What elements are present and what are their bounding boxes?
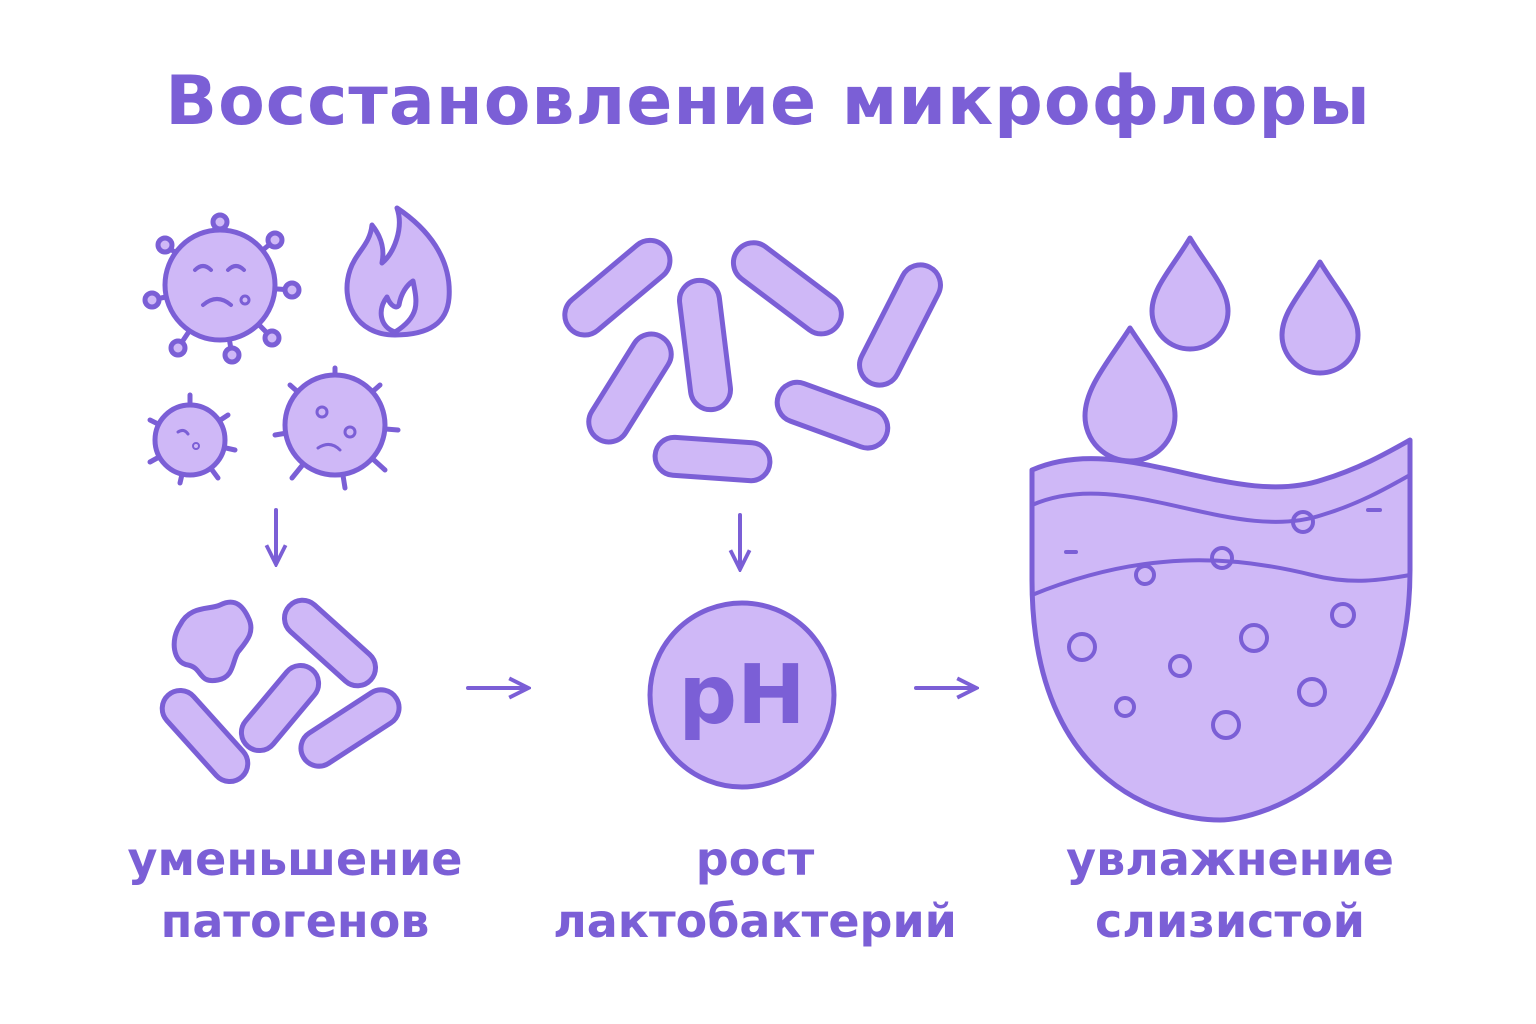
- step-1-line2: патогенов: [160, 894, 430, 948]
- step-3-line2: слизистой: [1095, 894, 1365, 948]
- step-2-line2: лактобактерий: [553, 894, 957, 948]
- step-1-line1: уменьшение: [127, 832, 463, 886]
- diagram-title: Восстановление микрофлоры: [165, 62, 1371, 141]
- lactobacilli-col2-icon: [562, 237, 943, 484]
- fire-icon: [344, 205, 452, 338]
- dead-pathogen-blob-icon: [171, 599, 254, 684]
- step-2-line1: рост: [695, 832, 815, 886]
- ph-label: pH: [678, 648, 805, 743]
- step-caption-3: увлажнение слизистой: [1020, 828, 1440, 952]
- virus-large-icon: [142, 212, 302, 365]
- water-drops-icon: [1082, 235, 1361, 464]
- ph-circle-icon: [647, 600, 837, 790]
- step-3-line1: увлажнение: [1066, 832, 1394, 886]
- lactobacilli-col1-icon: [159, 597, 402, 784]
- mucosa-bowl-icon: [1029, 437, 1413, 823]
- step-caption-2: рост лактобактерий: [540, 828, 970, 952]
- virus-small-icon: [147, 392, 238, 486]
- virus-medium-icon: [272, 365, 401, 491]
- step-caption-1: уменьшение патогенов: [100, 828, 490, 952]
